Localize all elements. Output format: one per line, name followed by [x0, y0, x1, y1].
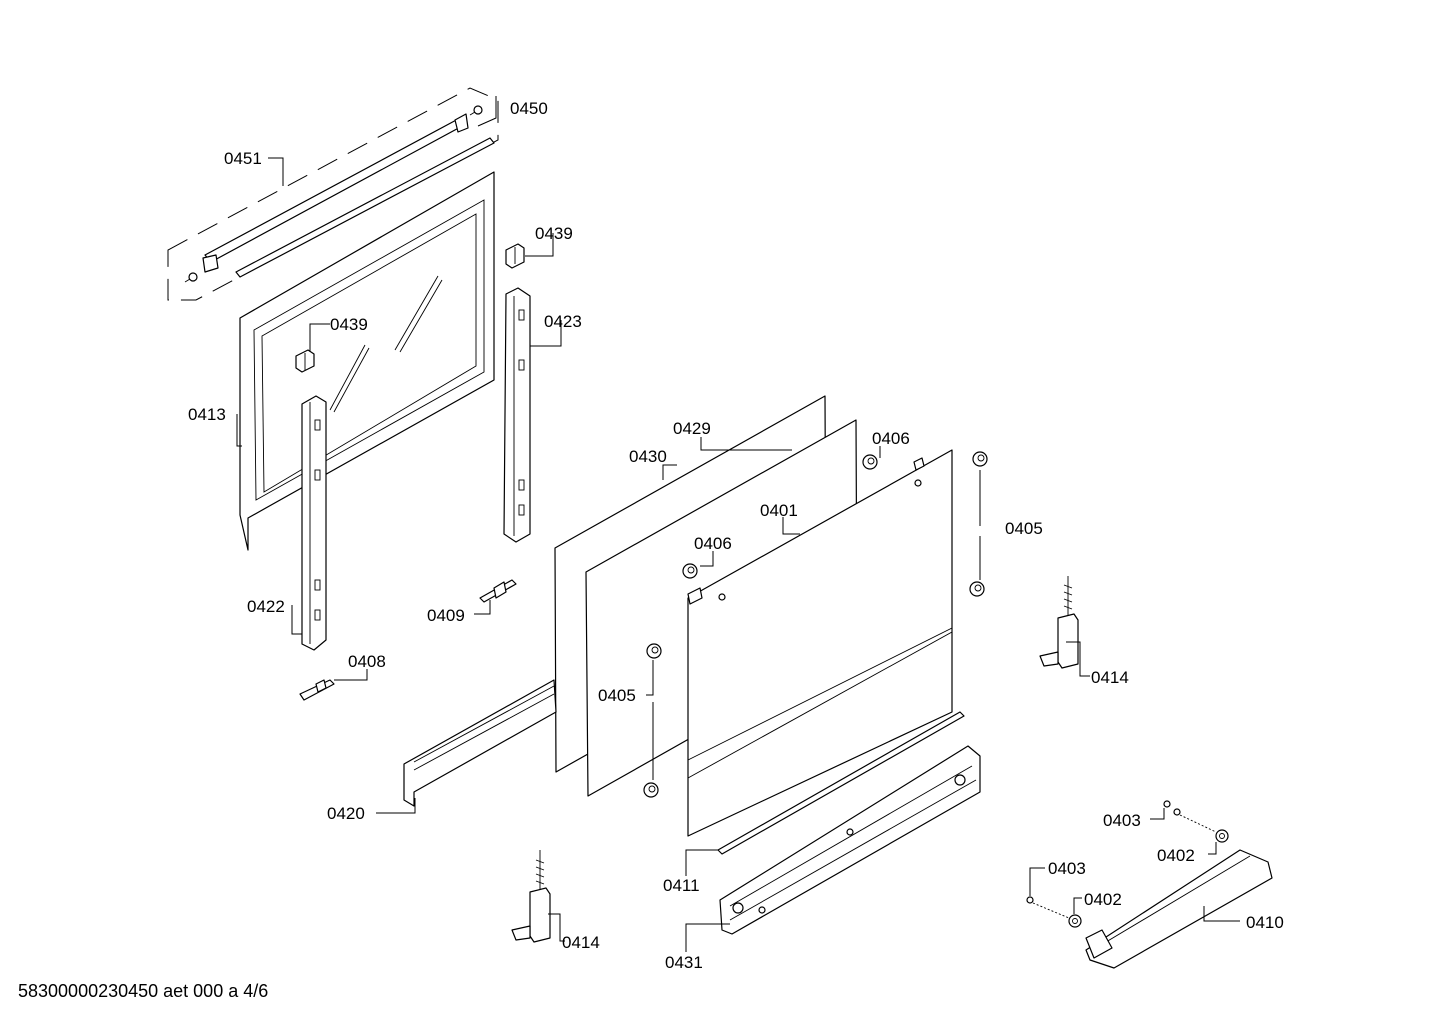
- callout-0405-left: 0405: [598, 686, 636, 705]
- callout-0411: 0411: [663, 876, 700, 895]
- callout-0420: 0420: [327, 804, 365, 823]
- callout-0403-upper: 0403: [1103, 811, 1141, 830]
- callout-0423: 0423: [544, 312, 582, 331]
- side-rail-left: [301, 395, 327, 651]
- callout-0439-left: 0439: [330, 315, 368, 334]
- callout-0430: 0430: [629, 447, 667, 466]
- callout-0413: 0413: [188, 405, 226, 424]
- door-handle: [1085, 849, 1273, 969]
- top-trim-group: [167, 87, 499, 301]
- callout-0403-lower: 0403: [1048, 859, 1086, 878]
- document-code: 58300000230450 aet 000 a 4/6: [18, 981, 269, 1001]
- inner-door-panel: [239, 171, 495, 551]
- callout-0450: 0450: [510, 99, 548, 118]
- bottom-profile: [719, 745, 981, 935]
- callout-0402-upper: 0402: [1157, 846, 1195, 865]
- callout-0422: 0422: [247, 597, 285, 616]
- callout-0439-upper: 0439: [535, 224, 573, 243]
- callout-0451: 0451: [224, 149, 262, 168]
- seal-strip-bottom: [717, 711, 965, 855]
- hinge-right: [1039, 576, 1079, 669]
- leader-lines: [236, 96, 1240, 952]
- callout-0401: 0401: [760, 501, 798, 520]
- callout-0429: 0429: [673, 419, 711, 438]
- front-glass: [687, 449, 953, 837]
- callout-0405-right: 0405: [1005, 519, 1043, 538]
- callout-0408: 0408: [348, 652, 386, 671]
- clip-left: [295, 349, 315, 373]
- callout-0406-upper: 0406: [872, 429, 910, 448]
- bracket-0408: [299, 679, 335, 701]
- callout-0431: 0431: [665, 953, 703, 972]
- hinge-left: [511, 850, 551, 943]
- callout-0414-right: 0414: [1091, 668, 1129, 687]
- callout-0409: 0409: [427, 606, 465, 625]
- lower-rail-left: [403, 679, 557, 807]
- fasteners: [1026, 800, 1229, 928]
- callout-0414-left: 0414: [562, 933, 600, 952]
- clip-upper-right: [505, 243, 525, 269]
- bracket-0409: [479, 579, 517, 603]
- callout-0410: 0410: [1246, 913, 1284, 932]
- side-rail-right: [503, 287, 531, 543]
- callout-labels: 0450 0451 0439 0439 0423 0413 0429 0430 …: [188, 99, 1284, 972]
- bumpers: [643, 451, 988, 798]
- callout-0406-lower: 0406: [694, 534, 732, 553]
- callout-0402-lower: 0402: [1084, 890, 1122, 909]
